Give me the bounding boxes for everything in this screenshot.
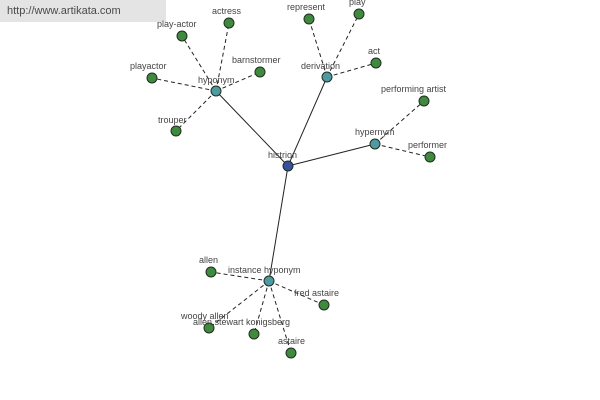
leaf-allen-stewart-konigsberg-label: allen stewart konigsberg [193, 317, 290, 327]
leaf-trouper-label: trouper [158, 115, 187, 125]
edge-hyponym-playactor [151, 77, 217, 92]
relation-derivation-label: derivation [301, 61, 340, 71]
edge-hyponym-trouper [175, 90, 217, 132]
edge-histrion-derivation [287, 76, 328, 167]
leaf-performing-artist-label: performing artist [381, 84, 447, 94]
edge-histrion-instance-hyponym [268, 165, 289, 282]
graph-labels: play-actor actress playactor barnstormer tro… [130, 0, 447, 346]
leaf-performing-artist-node[interactable] [418, 95, 430, 107]
root-histrion-node[interactable] [282, 160, 294, 172]
leaf-represent-label: represent [287, 2, 326, 12]
relation-hyponym-node[interactable] [210, 85, 222, 97]
leaf-fred-astaire-node[interactable] [318, 299, 330, 311]
leaf-actress-label: actress [212, 6, 242, 16]
leaf-play-node[interactable] [353, 8, 365, 20]
relation-derivation-node[interactable] [321, 71, 333, 83]
leaf-play-label: play [349, 0, 366, 7]
edge-instance-hyponym-allen-stewart-konigsberg [253, 280, 270, 335]
leaf-allen-label: allen [199, 255, 218, 265]
leaf-woody-allen-node[interactable] [203, 322, 215, 334]
leaf-act-node[interactable] [370, 57, 382, 69]
edge-hyponym-actress [215, 22, 230, 92]
leaf-barnstormer-node[interactable] [254, 66, 266, 78]
leaf-trouper-node[interactable] [170, 125, 182, 137]
edge-instance-hyponym-fred-astaire [268, 280, 325, 306]
leaf-allen-node[interactable] [205, 266, 217, 278]
edge-derivation-play [326, 13, 360, 78]
leaf-represent-node[interactable] [303, 13, 315, 25]
edge-histrion-hyponym [215, 90, 289, 167]
relation-instance-hyponym-label: instance hyponym [228, 265, 301, 275]
relation-hypernym-node[interactable] [369, 138, 381, 150]
leaf-astaire-label: astaire [278, 336, 305, 346]
relation-hyponym-label: hyponym [198, 75, 235, 85]
leaf-performer-node[interactable] [424, 151, 436, 163]
leaf-play-actor-node[interactable] [176, 30, 188, 42]
edge-derivation-act [326, 62, 377, 78]
leaf-actress-node[interactable] [223, 17, 235, 29]
leaf-playactor-label: playactor [130, 61, 167, 71]
edge-instance-hyponym-woody-allen [208, 280, 270, 329]
graph-edges [151, 13, 431, 354]
site-url-banner[interactable]: http://www.artikata.com [0, 0, 166, 22]
edge-hypernym-performer [374, 143, 431, 158]
leaf-play-actor-label: play-actor [157, 19, 197, 29]
relation-instance-hyponym-node[interactable] [263, 275, 275, 287]
edge-histrion-hypernym [287, 143, 376, 167]
leaf-woody-allen-label: woody allen [180, 311, 229, 321]
edge-instance-hyponym-astaire [268, 280, 292, 354]
leaf-act-label: act [368, 46, 381, 56]
edge-instance-hyponym-allen [210, 271, 270, 282]
leaf-performer-label: performer [408, 140, 447, 150]
leaf-astaire-node[interactable] [285, 347, 297, 359]
edge-hyponym-play-actor [181, 35, 217, 92]
relation-hypernym-label: hypernym [355, 127, 395, 137]
leaf-barnstormer-label: barnstormer [232, 55, 281, 65]
edge-hyponym-barnstormer [215, 71, 261, 92]
root-histrion-label: histrion [268, 150, 297, 160]
edge-derivation-represent [308, 18, 328, 78]
leaf-allen-stewart-konigsberg-node[interactable] [248, 328, 260, 340]
leaf-playactor-node[interactable] [146, 72, 158, 84]
graph-nodes [146, 8, 436, 359]
edge-hypernym-performing-artist [374, 100, 425, 145]
leaf-fred-astaire-label: fred astaire [294, 288, 339, 298]
